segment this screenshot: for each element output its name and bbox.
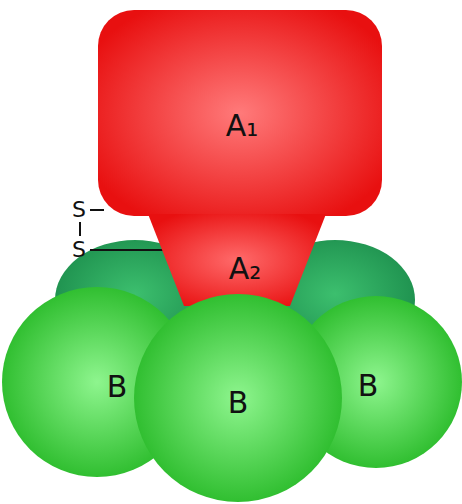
subunit-label: A₂ [229,251,262,286]
subunit-label: B [358,368,379,403]
b-subunit: B [134,294,342,502]
bond-line [90,249,166,251]
bond-line [79,222,81,236]
a2-subunit: A₂ [148,214,326,306]
sulfur-atom-label: S [72,239,86,261]
b-subunit-outline [290,296,462,468]
a2-subunit-outline [148,214,326,306]
b-subunit-outline [134,294,342,502]
bond-line [90,209,104,211]
a1-subunit: A₁ [98,10,382,216]
a1-subunit-outline [98,10,382,216]
subunit-label: A₁ [226,108,259,143]
sulfur-atom-label: S [72,199,86,221]
subunit-label: B [107,369,128,404]
subunit-label: B [228,385,249,420]
